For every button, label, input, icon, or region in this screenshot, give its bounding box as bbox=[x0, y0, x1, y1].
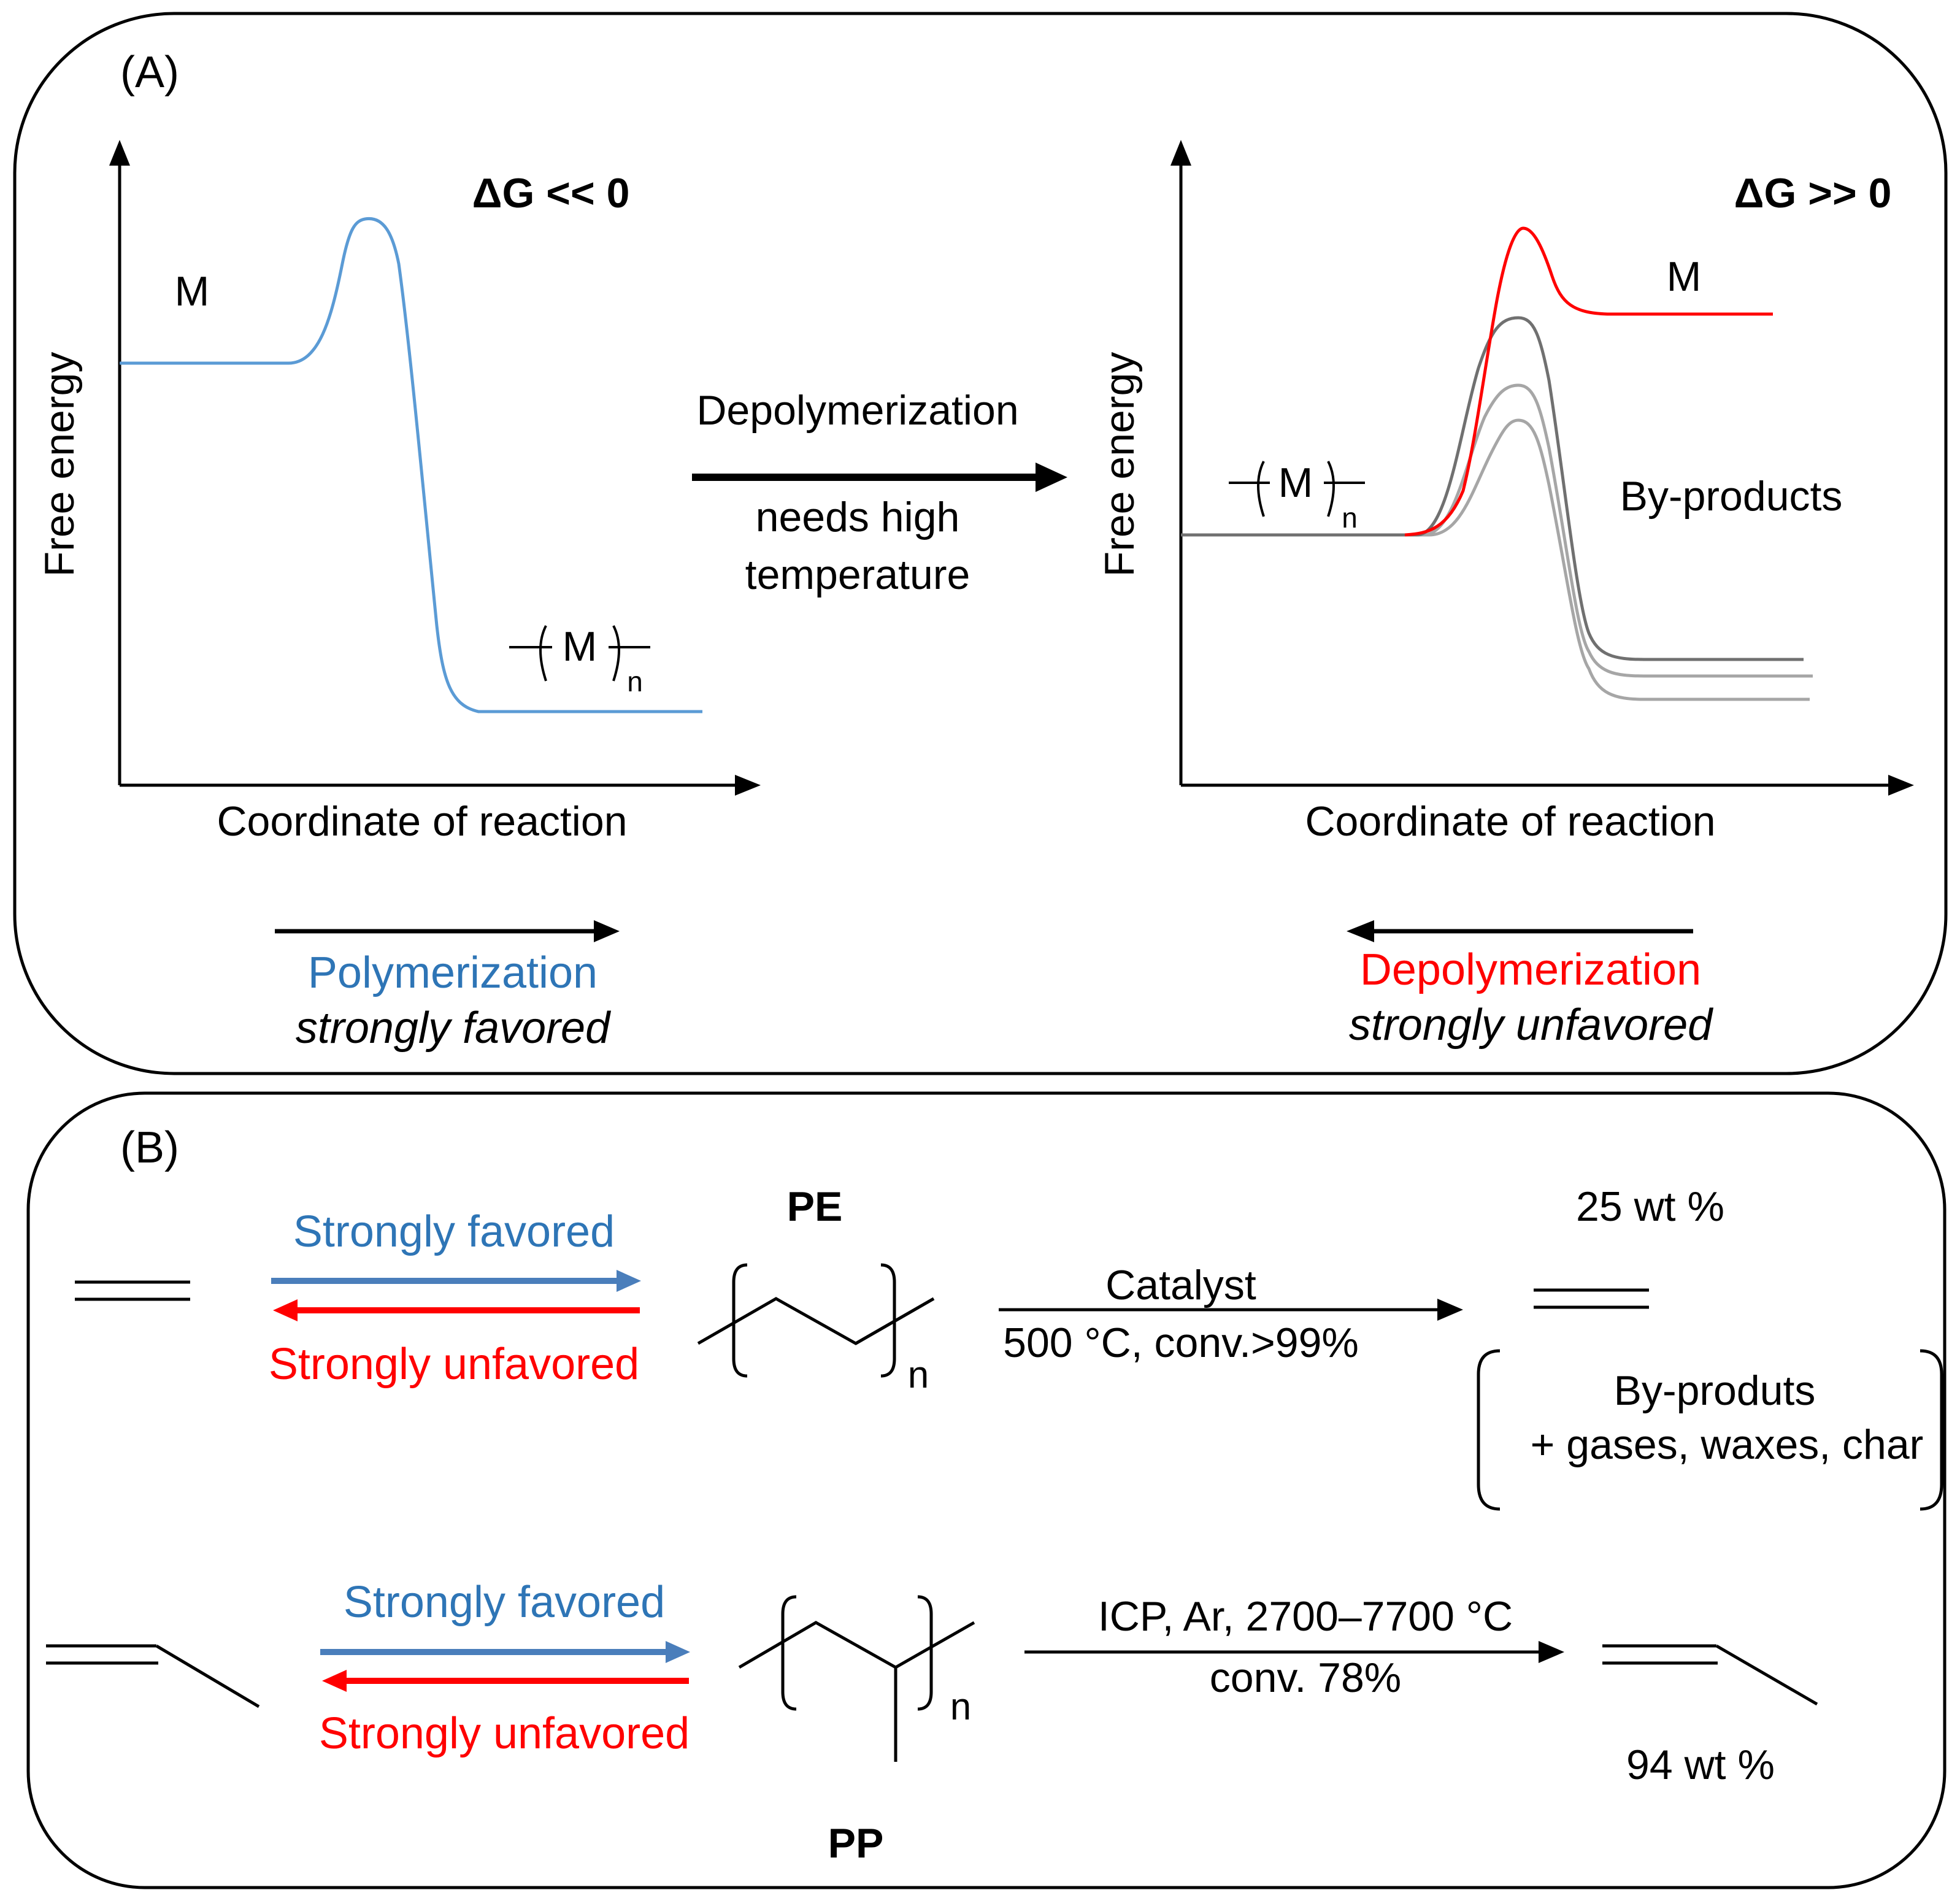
byproducts-label: By-products bbox=[1620, 473, 1843, 520]
depolymerization-back-arrowhead bbox=[1347, 920, 1374, 942]
pe-process-arrowhead bbox=[1437, 1299, 1463, 1321]
left-energy-plot: Free energy Coordinate of reaction ΔG <<… bbox=[36, 140, 761, 845]
pp-process-arrowhead bbox=[1539, 1641, 1564, 1663]
byproduct-curve-light-lower bbox=[1181, 418, 1810, 701]
pp-row: Strongly favored Strongly unfavored n PP… bbox=[46, 1578, 1818, 1867]
left-monomer-label: M bbox=[175, 268, 210, 315]
polymerization-subtitle: strongly favored bbox=[296, 1004, 611, 1053]
pp-condition-bottom: conv. 78% bbox=[1210, 1654, 1401, 1701]
pe-yield: 25 wt % bbox=[1576, 1183, 1724, 1230]
monomer-curve-red bbox=[1404, 226, 1773, 537]
panel-b-label: (B) bbox=[120, 1123, 179, 1172]
right-delta-g: ΔG >> 0 bbox=[1734, 170, 1892, 217]
pe-polymer-name: PE bbox=[787, 1183, 843, 1230]
polymerization-caption: Polymerization strongly favored bbox=[275, 920, 620, 1053]
left-delta-g: ΔG << 0 bbox=[472, 170, 630, 217]
left-polymer-repeat-unit: M n bbox=[509, 623, 650, 697]
right-x-axis-arrowhead bbox=[1888, 775, 1914, 796]
pp-reverse-arrowhead bbox=[322, 1670, 347, 1692]
ethylene-product-structure bbox=[1534, 1288, 1649, 1309]
right-polymer-repeat-unit: M n bbox=[1229, 459, 1365, 534]
depolymerization-subtitle: strongly unfavored bbox=[1349, 1001, 1713, 1050]
panel-b: (B) Strongly favored Strongly unfavored … bbox=[26, 1091, 1947, 1889]
pp-forward-arrowhead bbox=[666, 1641, 690, 1663]
propylene-structure bbox=[46, 1644, 260, 1708]
panel-b-frame bbox=[26, 1091, 1947, 1889]
pp-condition-top: ICP, Ar, 2700–7700 °C bbox=[1098, 1593, 1513, 1640]
depolymerization-title: Depolymerization bbox=[1360, 945, 1701, 994]
depolymerization-transition: Depolymerization needs high temperature bbox=[692, 387, 1067, 598]
pp-reverse-label: Strongly unfavored bbox=[319, 1709, 690, 1758]
condition-line1: needs high bbox=[756, 494, 960, 540]
pp-yield: 94 wt % bbox=[1626, 1742, 1775, 1788]
left-polymer-subscript: n bbox=[627, 666, 643, 697]
right-polymer-m: M bbox=[1278, 459, 1313, 506]
depolymerization-arrowhead bbox=[1036, 463, 1067, 492]
panel-a-label: (A) bbox=[120, 48, 179, 97]
pe-reverse-label: Strongly unfavored bbox=[269, 1340, 639, 1389]
pe-byproducts-line2: + gases, waxes, char bbox=[1531, 1421, 1924, 1468]
right-y-axis-arrowhead bbox=[1170, 140, 1191, 166]
propylene-product-structure bbox=[1602, 1644, 1818, 1706]
pe-repeat-subscript: n bbox=[908, 1354, 929, 1396]
right-y-axis-label: Free energy bbox=[1096, 352, 1143, 577]
right-monomer-label: M bbox=[1667, 253, 1702, 300]
panel-a: (A) Free energy Coordinate of reaction Δ… bbox=[13, 12, 1948, 1075]
condition-line2: temperature bbox=[745, 551, 970, 598]
left-y-axis-label: Free energy bbox=[36, 352, 83, 577]
pp-forward-label: Strongly favored bbox=[344, 1578, 665, 1627]
byproduct-curve-light-upper bbox=[1181, 383, 1813, 678]
byproduct-curve-dark bbox=[1181, 316, 1804, 661]
right-x-axis-label: Coordinate of reaction bbox=[1305, 798, 1715, 845]
pe-repeat-unit-structure: n bbox=[697, 1263, 935, 1396]
pe-forward-arrowhead bbox=[617, 1270, 641, 1292]
pe-condition-bottom: 500 °C, conv.>99% bbox=[1003, 1320, 1359, 1366]
right-energy-plot: Free energy Coordinate of reaction ΔG >>… bbox=[1096, 140, 1914, 845]
left-y-axis-arrowhead bbox=[109, 140, 130, 166]
polymerization-title: Polymerization bbox=[308, 948, 598, 997]
pp-repeat-subscript: n bbox=[950, 1686, 971, 1728]
polymerization-arrowhead bbox=[594, 920, 620, 942]
pe-condition-top: Catalyst bbox=[1105, 1262, 1256, 1308]
left-energy-curve bbox=[120, 217, 702, 713]
depolymerization-label: Depolymerization bbox=[696, 387, 1018, 434]
pp-repeat-unit-structure: n bbox=[738, 1595, 975, 1762]
pe-forward-label: Strongly favored bbox=[293, 1207, 615, 1256]
left-x-axis-arrowhead bbox=[735, 775, 761, 796]
depolymerization-caption: Depolymerization strongly unfavored bbox=[1347, 920, 1713, 1050]
left-x-axis-label: Coordinate of reaction bbox=[217, 798, 627, 845]
left-polymer-m: M bbox=[563, 623, 598, 670]
panel-a-frame bbox=[13, 12, 1948, 1075]
pe-reverse-arrowhead bbox=[273, 1299, 298, 1321]
right-polymer-subscript: n bbox=[1342, 502, 1358, 534]
pe-byproducts-line1: By-produts bbox=[1614, 1367, 1816, 1414]
ethylene-structure bbox=[75, 1280, 190, 1301]
pe-byproducts-box: By-produts + gases, waxes, char bbox=[1477, 1349, 1943, 1511]
pe-row: Strongly favored Strongly unfavored PE n… bbox=[75, 1183, 1943, 1511]
pp-polymer-name: PP bbox=[828, 1820, 884, 1867]
